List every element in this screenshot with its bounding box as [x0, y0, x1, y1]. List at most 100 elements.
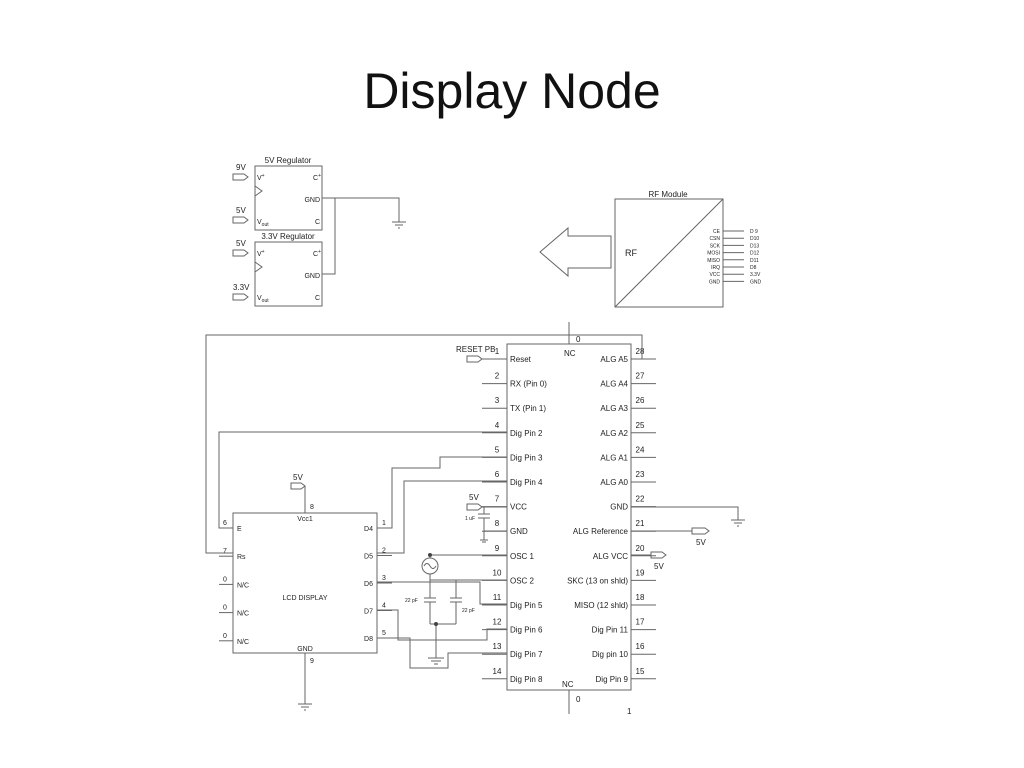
mcu-cap-label: 1 uF: [465, 516, 475, 522]
mcu-right-pin-number: 25: [636, 421, 645, 430]
mcu-left-pin-number: 3: [495, 396, 500, 405]
regulator-3v3-input-label: 5V: [236, 239, 246, 248]
mcu-left-pin-name: Dig Pin 5: [510, 601, 543, 610]
rf-pin-connection: D12: [750, 251, 759, 257]
mcu-left-pin-number: 8: [495, 519, 500, 528]
mcu-right-pin-number: 21: [636, 519, 645, 528]
rf-pin-connection: D13: [750, 243, 759, 249]
lcd-right-pin-name: D4: [364, 526, 373, 533]
mcu-left-pin-name: VCC: [510, 503, 527, 512]
lcd-left-pin-number: 0: [223, 576, 227, 583]
crystal-cap2-label: 22 pF: [462, 608, 475, 614]
lcd-right-pin-number: 1: [382, 520, 386, 527]
lcd-vcc-pin: 8: [310, 504, 314, 511]
mcu-right-pin-name: ALG A3: [600, 404, 628, 413]
lcd-gnd-pin: 9: [310, 658, 314, 665]
mcu-right-pin-name: ALG A2: [600, 429, 628, 438]
mcu-right-pin-name: Dig Pin 11: [592, 626, 629, 635]
avcc-port: [650, 551, 667, 559]
rf-pin-connection: D8: [750, 265, 757, 271]
regulator-5v-title: 5V Regulator: [265, 156, 312, 165]
regulator-3v3: 3.3V Regulator V+ C+ GND Vout C 5V 3.3V: [232, 232, 323, 307]
mcu-right-pin-number: 26: [636, 396, 645, 405]
avcc-label: 5V: [654, 562, 664, 571]
mcu-left-pin-name: OSC 1: [510, 552, 535, 561]
mcu-right-pin-name: ALG A5: [600, 355, 628, 364]
regulator-5v-c: C: [315, 219, 320, 226]
mcu-left-pin-number: 1: [495, 347, 500, 356]
lcd-right-pin-name: D7: [364, 609, 373, 616]
regulator-3v3-cplus: C+: [313, 249, 321, 258]
rf-pin-name: MISO: [707, 258, 720, 264]
lcd-right-pin-number: 4: [382, 603, 386, 610]
mcu-right-pin-name: Dig pin 10: [592, 650, 629, 659]
lcd-left-pin-number: 0: [223, 633, 227, 640]
regulator-5v-gnd: GND: [304, 197, 320, 204]
aref-port: [691, 527, 710, 535]
regulator-3v3-c: C: [315, 295, 320, 302]
lcd-gnd-name: GND: [297, 646, 313, 653]
mcu-top-pin: 0: [576, 335, 581, 344]
mcu-left-pin-name: TX (Pin 1): [510, 404, 546, 413]
lcd-title: LCD DISPLAY: [283, 595, 328, 602]
rf-pin-name: MOSI: [707, 251, 720, 257]
regulator-5v-input-label: 9V: [236, 163, 246, 172]
mcu-right-pin-name: MISO (12 shld): [574, 601, 628, 610]
rf-arrow-icon: [539, 226, 612, 278]
mcu-left-pin-number: 11: [493, 593, 502, 602]
mcu-right-pin-number: 16: [636, 642, 645, 651]
regulator-5v-output-port: [232, 216, 249, 224]
mcu-right-pin-name: ALG VCC: [593, 552, 628, 561]
mcu-left-pin-name: Dig Pin 2: [510, 429, 543, 438]
lcd-display: LCD DISPLAY Vcc1 GND 8 9 5V 6E7Rs0N/C0N/…: [219, 473, 392, 711]
mcu-top-nc: NC: [564, 349, 576, 358]
mcu-right-pin-number: 18: [636, 593, 645, 602]
lcd-left-pin-number: 0: [223, 605, 227, 612]
lcd-vcc-name: Vcc1: [297, 516, 313, 523]
mcu-left-pin-number: 13: [493, 642, 502, 651]
ground-icon: [392, 221, 406, 229]
lcd-right-pin-number: 3: [382, 575, 386, 582]
rf-pin-connection: D11: [750, 258, 759, 264]
mcu-right-pin-number: 19: [636, 568, 645, 577]
mcu-left-pin-number: 2: [495, 372, 500, 381]
regulator-5v-vout: Vout: [257, 219, 269, 228]
rf-pin-connection: GND: [750, 279, 762, 285]
reset-pb-port: [466, 355, 483, 363]
rf-pin-name: CSN: [709, 236, 720, 242]
regulator-5v-output-label: 5V: [236, 206, 246, 215]
regulator-3v3-output-port: [232, 293, 249, 301]
regulator-3v3-vin: V+: [257, 249, 265, 258]
mcu-right-pin-number: 24: [636, 445, 645, 454]
mcu-bottom-pin: 0: [576, 695, 581, 704]
regulator-3v3-title: 3.3V Regulator: [261, 232, 315, 241]
mcu-bottom-nc: NC: [562, 680, 574, 689]
lcd-left-pin-name: Rs: [237, 554, 246, 561]
mcu-left-pin-name: Dig Pin 7: [510, 650, 543, 659]
mcu-right-pin-name: ALG A0: [600, 478, 628, 487]
lcd-vcc-port: [290, 482, 306, 490]
reset-pb-label: RESET PB: [456, 345, 495, 354]
lcd-right-pin-name: D8: [364, 636, 373, 643]
regulator-5v-cplus: C+: [313, 173, 321, 182]
regulator-3v3-input-port: [232, 249, 249, 257]
mcu-right-pin-number: 27: [636, 372, 645, 381]
aref-label: 5V: [696, 538, 706, 547]
mcu-vcc-label: 5V: [469, 493, 479, 502]
mcu-vcc-port: [466, 503, 483, 511]
lcd-left-pin-number: 6: [223, 520, 227, 527]
mcu-left-pin-number: 14: [493, 667, 502, 676]
mcu-right-pin-name: ALG A1: [600, 453, 628, 462]
mcu-right-pin-number: 15: [636, 667, 645, 676]
lcd-right-pin-number: 2: [382, 548, 386, 555]
regulator-3v3-gnd: GND: [304, 273, 320, 280]
rf-pin-name: SCK: [710, 243, 721, 249]
regulator-3v3-output-label: 3.3V: [233, 283, 250, 292]
lcd-left-pin-number: 7: [223, 548, 227, 555]
mcu-left-pin-name: OSC 2: [510, 576, 535, 585]
lcd-left-pin-name: N/C: [237, 639, 249, 646]
